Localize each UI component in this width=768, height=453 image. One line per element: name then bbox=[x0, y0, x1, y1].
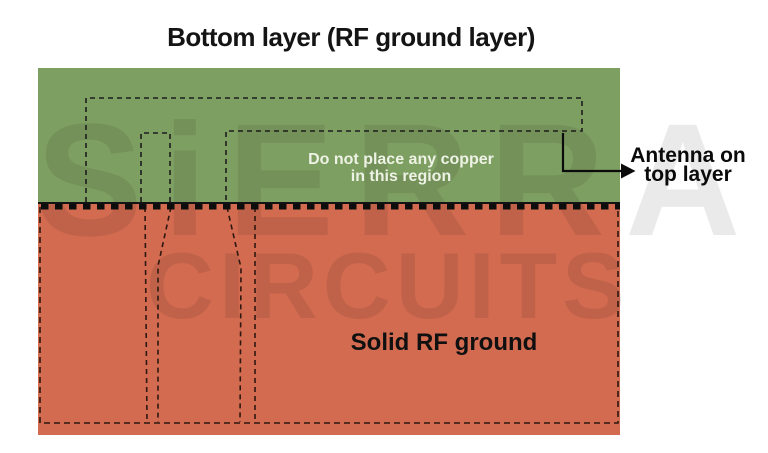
keepout-note-line2: in this region bbox=[350, 168, 452, 185]
keepout-note-line1: Do not place any copper bbox=[308, 151, 494, 168]
solid-rf-ground-region bbox=[38, 203, 620, 435]
keepout-note: Do not place any copper in this region bbox=[291, 151, 511, 185]
page-title: Bottom layer (RF ground layer) bbox=[167, 22, 535, 52]
solid-rf-ground-label: Solid RF ground bbox=[350, 329, 538, 356]
antenna-label-line2: top layer bbox=[644, 163, 732, 186]
antenna-callout-label: Antenna on top layer bbox=[626, 144, 750, 186]
antenna-label-line1: Antenna on bbox=[630, 144, 746, 167]
